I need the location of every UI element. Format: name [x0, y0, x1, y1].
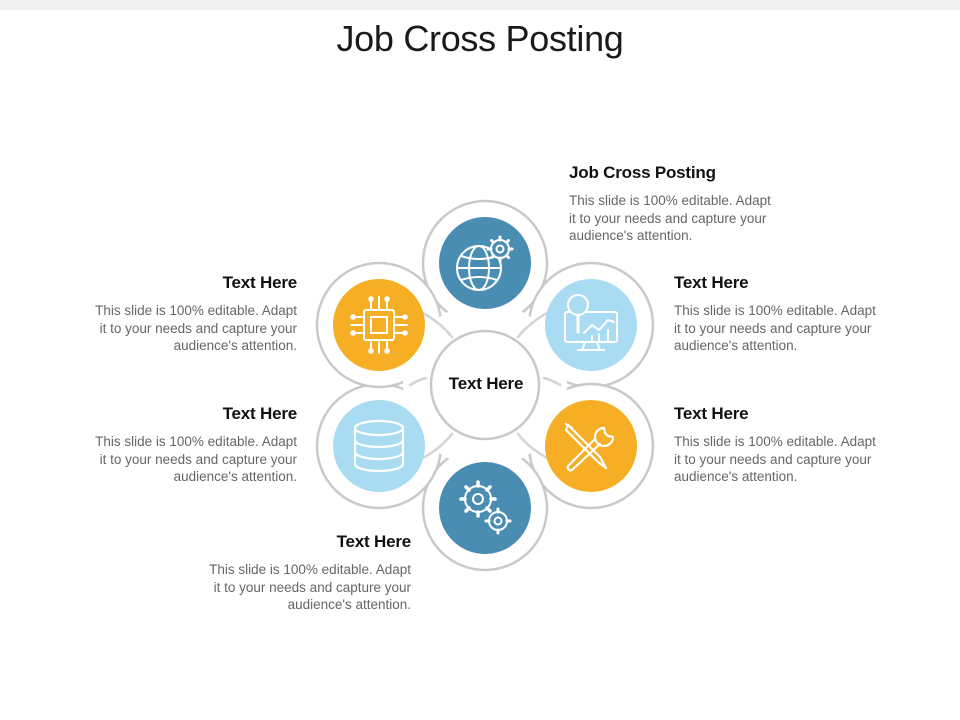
disc-upper-left	[333, 279, 425, 371]
database-icon	[353, 419, 405, 473]
text-block-bottom: Text Here This slide is 100% editable. A…	[181, 532, 411, 614]
text-block-heading: Text Here	[336, 532, 412, 551]
text-block-heading: Text Here	[222, 273, 298, 292]
text-block-body: This slide is 100% editable. Adapt it to…	[674, 303, 876, 353]
chip-icon	[350, 296, 408, 354]
text-block-lower-left: Text Here This slide is 100% editable. A…	[67, 404, 297, 486]
text-block-upper-left: Text Here This slide is 100% editable. A…	[67, 273, 297, 355]
text-block-upper-right: Text Here This slide is 100% editable. A…	[674, 273, 904, 355]
text-block-body: This slide is 100% editable. Adapt it to…	[209, 562, 411, 612]
text-block-heading: Text Here	[674, 404, 749, 423]
gears-icon	[459, 480, 512, 535]
tools-icon	[564, 422, 615, 472]
search-chart-icon	[564, 294, 618, 351]
text-block-body: This slide is 100% editable. Adapt it to…	[95, 434, 297, 484]
disc-top	[439, 217, 531, 309]
disc-bottom	[439, 462, 531, 554]
text-block-heading: Job Cross Posting	[569, 163, 716, 182]
top-strip	[0, 0, 960, 10]
slide-title: Job Cross Posting	[336, 18, 624, 59]
text-block-body: This slide is 100% editable. Adapt it to…	[95, 303, 297, 353]
text-block-body: This slide is 100% editable. Adapt it to…	[569, 193, 771, 243]
text-block-top: Job Cross Posting This slide is 100% edi…	[569, 163, 799, 245]
text-block-body: This slide is 100% editable. Adapt it to…	[674, 434, 876, 484]
disc-lower-right	[545, 400, 637, 492]
text-block-heading: Text Here	[674, 273, 749, 292]
center-label: Text Here	[448, 374, 524, 393]
text-block-lower-right: Text Here This slide is 100% editable. A…	[674, 404, 904, 486]
text-block-heading: Text Here	[222, 404, 298, 423]
globe-gear-icon	[456, 235, 514, 291]
center-circle	[429, 329, 541, 441]
